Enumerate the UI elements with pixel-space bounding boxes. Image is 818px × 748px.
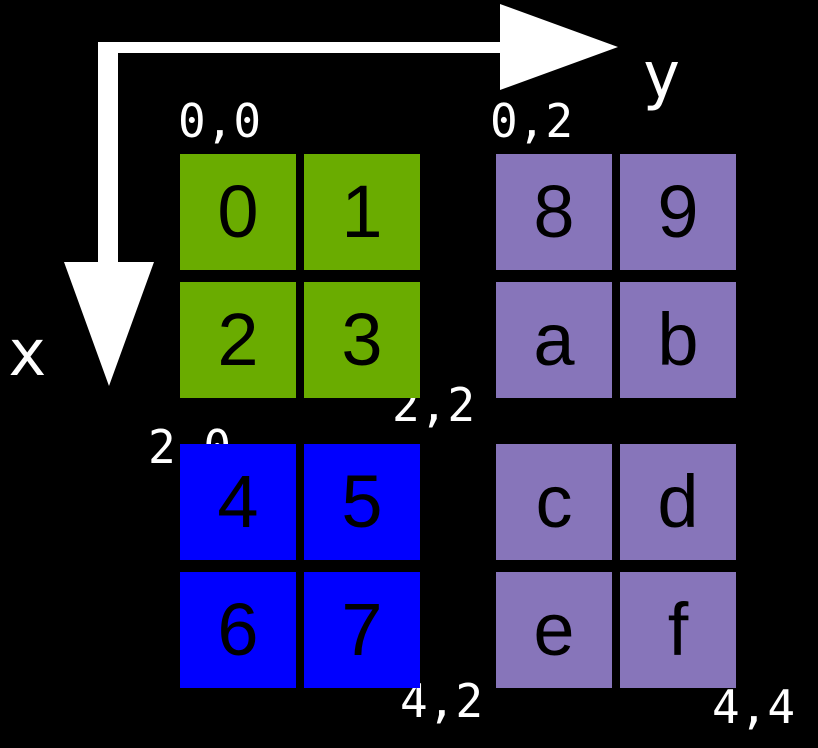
x-axis-label: x [8, 317, 47, 391]
cell-green-2: 2 [180, 282, 296, 398]
cell-blue-7: 7 [304, 572, 420, 688]
cell-purple-8: 8 [496, 154, 612, 270]
y-axis-arrow [104, 4, 618, 90]
coord-label-0-0: 0,0 [178, 94, 262, 148]
cell-purple-c: c [496, 444, 612, 560]
cell-green-0: 0 [180, 154, 296, 270]
coord-label-4-4: 4,4 [712, 680, 796, 734]
x-axis-arrow [64, 42, 154, 386]
cell-purple-b: b [620, 282, 736, 398]
cell-blue-5: 5 [304, 444, 420, 560]
cell-blue-4: 4 [180, 444, 296, 560]
cell-blue-6: 6 [180, 572, 296, 688]
cell-green-1: 1 [304, 154, 420, 270]
cell-purple-f: f [620, 572, 736, 688]
cell-purple-a: a [496, 282, 612, 398]
y-axis-label: y [642, 39, 681, 113]
coord-label-0-2: 0,2 [490, 94, 574, 148]
cell-purple-d: d [620, 444, 736, 560]
cell-purple-9: 9 [620, 154, 736, 270]
cell-green-3: 3 [304, 282, 420, 398]
cell-purple-e: e [496, 572, 612, 688]
